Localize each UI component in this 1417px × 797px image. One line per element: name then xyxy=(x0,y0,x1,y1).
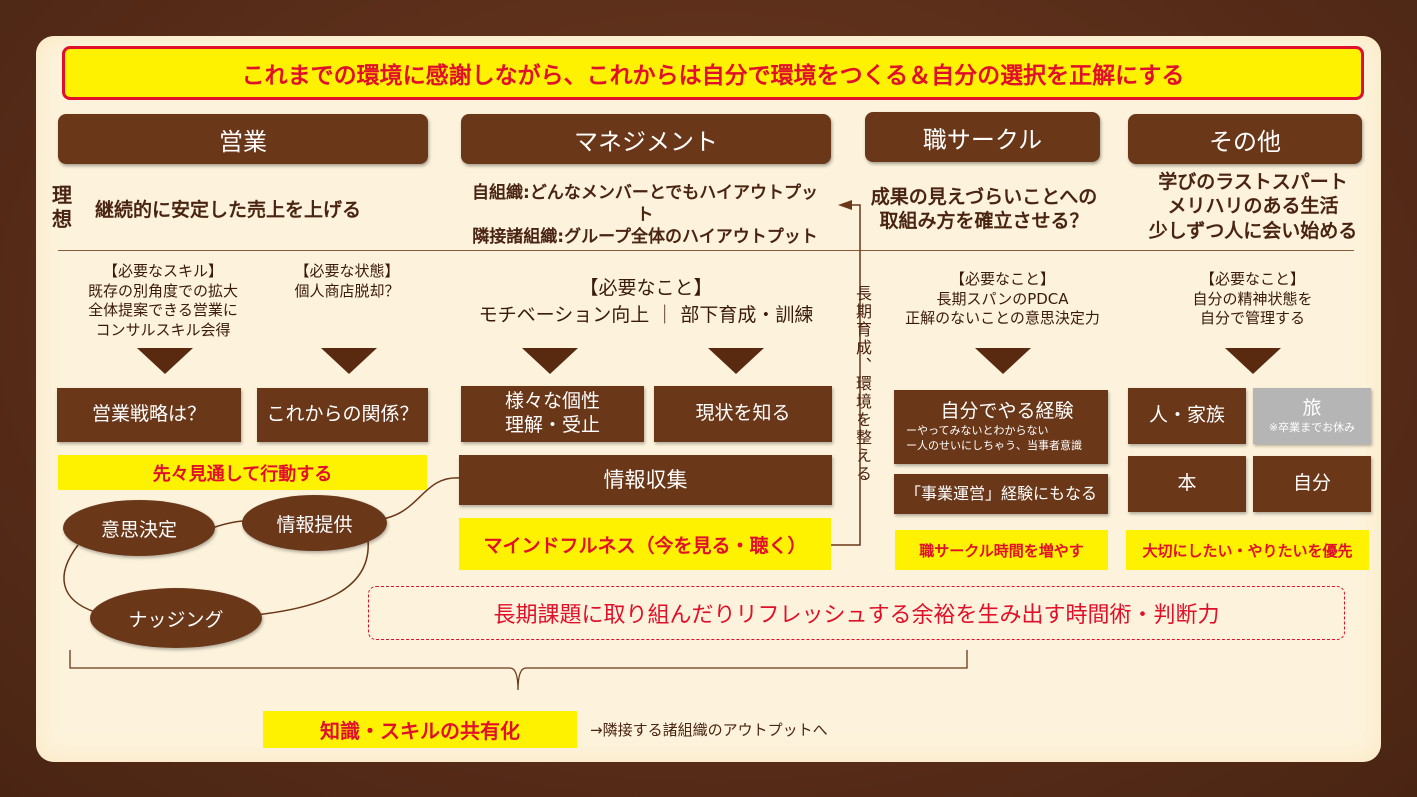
header-other: その他 xyxy=(1128,114,1362,164)
box-travel-label: 旅 xyxy=(1302,397,1322,420)
circle-need-line: 【必要なこと】 xyxy=(949,270,1055,288)
other-need-text: 【必要なこと】 自分の精神状態を 自分で管理する xyxy=(1140,270,1365,329)
ideal-divider xyxy=(58,250,1354,251)
mgmt-yellow-label: マインドフルネス（今を見る・聴く） xyxy=(459,518,831,570)
box-self: 自分 xyxy=(1253,456,1371,512)
sales-state-line: 個人商店脱却？ xyxy=(294,281,400,300)
header-circle: 職サークル xyxy=(865,112,1100,162)
box-sales-strategy: 営業戦略は？ xyxy=(57,388,241,442)
feedback-arrow-line xyxy=(830,204,861,546)
mgmt-need-text: 【必要なこと】 モチベーション向上 ｜ 部下育成・訓練 xyxy=(461,275,831,328)
circle-yellow-label: 職サークル時間を増やす xyxy=(895,530,1108,570)
sales-skill-text: 【必要なスキル】 既存の別角度での拡大 全体提案できる営業に コンサルスキル会得 xyxy=(68,262,258,340)
ellipse-decision: 意思決定 xyxy=(63,500,215,556)
sales-skill-line: 【必要なスキル】 xyxy=(102,262,223,280)
other-need-line: 自分で管理する xyxy=(1199,309,1305,327)
header-management: マネジメント xyxy=(461,114,831,164)
mgmt-need-body: モチベーション向上 ｜ 部下育成・訓練 xyxy=(478,303,814,326)
header-sales: 営業 xyxy=(58,114,428,164)
sales-state-line: 【必要な状態】 xyxy=(294,262,400,280)
box-self-sub: ーやってみないとわからない xyxy=(906,424,1049,438)
mgmt-need-title: 【必要なこと】 xyxy=(579,277,713,299)
ideal-circle: 成果の見えづらいことへの 取組み方を確立させる？ xyxy=(868,185,1100,234)
box-travel: 旅 ※卒業までお休み xyxy=(1253,388,1371,444)
ideal-other-line2: メリハリのある生活 xyxy=(1167,195,1339,218)
other-yellow-label: 大切にしたい・やりたいを優先 xyxy=(1126,530,1369,570)
down-arrow-icon xyxy=(708,348,764,374)
ideal-mgmt: 自組織:どんなメンバーとでもハイアウトプット 隣接諸組織:グループ全体のハイアウ… xyxy=(465,183,825,248)
sales-skill-line: 全体提案できる営業に xyxy=(88,301,238,319)
sales-yellow-label: 先々見通して行動する xyxy=(58,455,427,490)
down-arrow-icon xyxy=(321,348,377,374)
ellipse-nudging: ナッジング xyxy=(90,588,262,648)
box-book: 本 xyxy=(1128,456,1246,512)
ideal-mgmt-line2: 隣接諸組織:グループ全体のハイアウトプット xyxy=(472,226,818,247)
down-arrow-icon xyxy=(975,348,1031,374)
box-diversity-line: 様々な個性 xyxy=(504,390,600,413)
bottom-brace xyxy=(69,650,968,691)
box-diversity-line: 理解・受止 xyxy=(504,414,600,436)
ideal-circle-line2: 取組み方を確立させる？ xyxy=(879,210,1089,233)
down-arrow-icon xyxy=(522,348,578,374)
circle-need-line: 長期スパンのPDCA xyxy=(936,289,1069,308)
sales-skill-line: コンサルスキル会得 xyxy=(95,320,231,339)
sales-state-text: 【必要な状態】 個人商店脱却？ xyxy=(272,262,422,301)
ellipse-info-provide: 情報提供 xyxy=(242,495,387,551)
box-self-sub: ー人のせいにしちゃう、当事者意識 xyxy=(906,438,1082,452)
circle-need-line: 正解のないことの意思決定力 xyxy=(905,309,1100,327)
down-arrow-icon xyxy=(137,348,193,374)
circle-need-text: 【必要なこと】 長期スパンのPDCA 正解のないことの意思決定力 xyxy=(890,270,1115,329)
ideal-other-line3: 少しずつ人に会い始める xyxy=(1148,219,1358,242)
box-business-operation: 「事業運営」経験にもなる xyxy=(894,474,1108,514)
other-need-line: 【必要なこと】 xyxy=(1199,270,1305,288)
ideal-label: 理想 xyxy=(52,183,72,231)
dashed-goal-box: 長期課題に取り組んだりリフレッシュする余裕を生み出す時間術・判断力 xyxy=(368,586,1345,640)
box-people-family: 人・家族 xyxy=(1128,388,1246,444)
box-know-status: 現状を知る xyxy=(654,386,832,442)
connector-curve xyxy=(254,539,369,616)
box-info-gathering: 情報収集 xyxy=(459,455,832,505)
bottom-note: →隣接する諸組織のアウトプットへ xyxy=(590,721,828,739)
box-self-experience: 自分でやる経験 ーやってみないとわからない ー人のせいにしちゃう、当事者意識 xyxy=(894,390,1108,464)
connector-curve xyxy=(63,544,96,613)
ideal-sales: 継続的に安定した売上を上げる xyxy=(95,199,362,221)
box-diversity: 様々な個性 理解・受止 xyxy=(461,386,644,442)
other-need-line: 自分の精神状態を xyxy=(1192,289,1313,308)
arrow-head-icon xyxy=(838,200,852,210)
sales-skill-line: 既存の別角度での拡大 xyxy=(87,281,238,300)
box-self-title: 自分でやる経験 xyxy=(940,400,1074,423)
down-arrow-icon xyxy=(1225,348,1281,374)
bottom-yellow-label: 知識・スキルの共有化 xyxy=(263,711,577,748)
title-banner: これまでの環境に感謝しながら、これからは自分で環境をつくる＆自分の選択を正解にす… xyxy=(62,46,1364,100)
box-travel-note: ※卒業までお休み xyxy=(1268,421,1356,434)
mgmt-vertical-text: 長期育成、環境を整える xyxy=(853,285,872,483)
ideal-circle-line1: 成果の見えづらいことへの xyxy=(870,186,1098,208)
ideal-other: 学びのラストスパート メリハリのある生活 少しずつ人に会い始める xyxy=(1128,170,1378,243)
box-future-relationship: これからの関係？ xyxy=(257,388,428,442)
ideal-mgmt-line1: 自組織:どんなメンバーとでもハイアウトプット xyxy=(472,183,818,225)
ideal-other-line1: 学びのラストスパート xyxy=(1158,171,1348,193)
